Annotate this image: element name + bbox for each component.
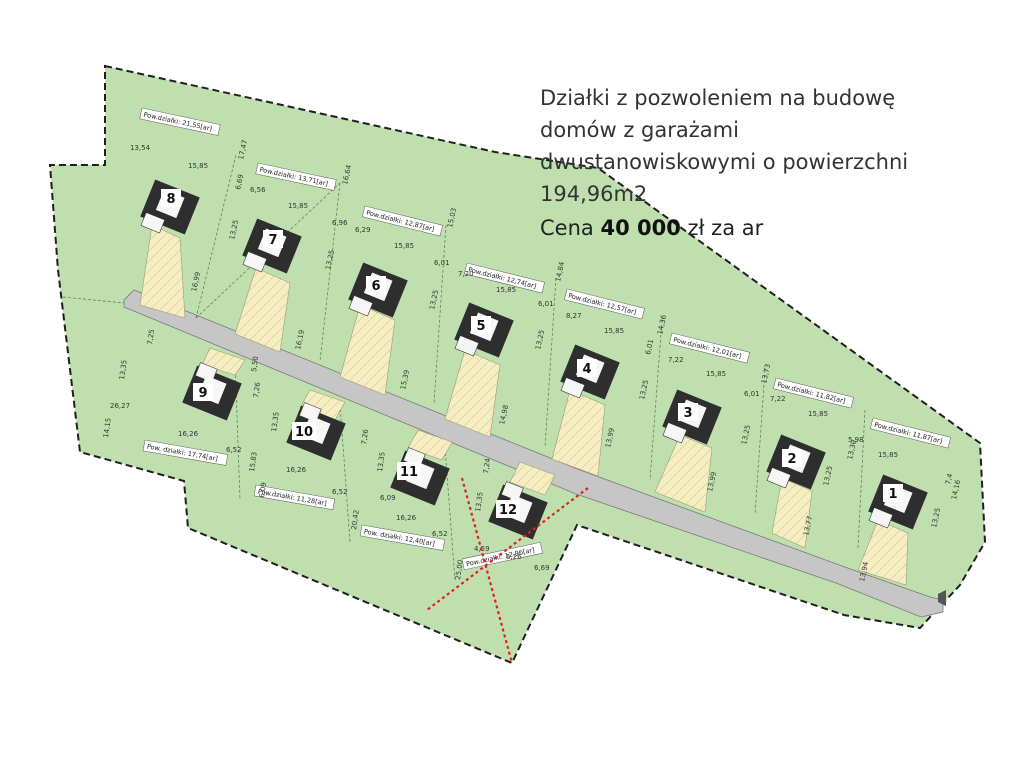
dimension-label: 15,85 — [604, 327, 624, 335]
dimension-label: 6,09 — [380, 494, 396, 502]
dimension-label: 13,73 — [760, 363, 772, 384]
dimension-label: 5,98 — [848, 436, 864, 444]
price-line: Cena 40 000 zł za ar — [540, 216, 763, 240]
driveways — [139, 224, 909, 586]
dimension-label: 15,85 — [706, 370, 726, 378]
dimension-label: 7,26 — [360, 428, 370, 445]
heading-line-2: domów z garażami — [540, 118, 739, 142]
dimension-label: 13,54 — [130, 144, 151, 152]
heading-line-4: 194,96m2 — [540, 182, 648, 206]
dimension-label: 6,09 — [258, 482, 268, 499]
dimension-label: 26,27 — [110, 402, 130, 410]
dimension-label: 5,50 — [250, 356, 260, 373]
dimension-label: 13,25 — [324, 249, 336, 270]
dimension-label: 6,01 — [744, 390, 760, 398]
dimension-label: 13,25 — [428, 289, 440, 310]
sold-cross-mark — [426, 477, 589, 664]
price-amount: 40 000 — [600, 216, 681, 240]
dimension-label: 6,01 — [644, 338, 655, 355]
dimension-label: 14,15 — [102, 417, 113, 438]
plot-number-10: 10 — [295, 425, 313, 440]
dimension-label: 16,99 — [190, 271, 202, 292]
dimension-label: 13,25 — [534, 329, 546, 350]
plot-number-9: 9 — [198, 386, 207, 401]
dimension-label: 15,85 — [878, 451, 898, 459]
dimension-label: 13,35 — [474, 491, 485, 512]
plot-number-6: 6 — [371, 279, 380, 294]
dimension-label: 13,35 — [376, 451, 387, 472]
plot-number-7: 7 — [268, 233, 277, 248]
dimension-label: 7,20 — [458, 270, 474, 278]
dimension-label: 13,25 — [822, 465, 834, 486]
dimension-label: 15,85 — [288, 202, 308, 210]
dimension-label: 15,85 — [394, 242, 414, 250]
dimension-label: 13,25 — [638, 379, 650, 400]
dimension-label: 17,47 — [237, 139, 249, 160]
dimension-label: 7,4 — [944, 472, 954, 485]
heading-line-3: dwustanowiskowymi o powierzchni — [540, 150, 909, 174]
land-area — [48, 64, 987, 665]
dimension-label: 16,19 — [294, 329, 306, 350]
dimension-label: 6,56 — [250, 186, 266, 194]
heading-line-1: Działki z pozwoleniem na budowę — [540, 86, 896, 110]
dimension-label: 15,85 — [808, 410, 828, 418]
dimension-label: 7,26 — [252, 381, 262, 398]
dimension-label: 20,42 — [350, 509, 361, 530]
dimension-label: 15,39 — [399, 369, 411, 390]
plot-number-11: 11 — [400, 465, 418, 480]
plot-number-5: 5 — [476, 319, 485, 334]
dimension-label: 13,99 — [604, 427, 616, 448]
houses — [140, 179, 928, 540]
plot-number-1: 1 — [888, 487, 897, 502]
dimension-label: 15,85 — [496, 286, 516, 294]
dimension-label: 15,83 — [248, 451, 259, 472]
dimension-labels: 13,54 15,85 17,47 6,69 13,25 16,99 6,56 … — [102, 139, 962, 582]
dimension-label: 8,27 — [566, 312, 582, 320]
dimension-label: 16,26 — [286, 466, 307, 474]
access-road — [123, 289, 944, 618]
price-prefix: Cena — [540, 216, 594, 240]
dimension-label: 13,25 — [930, 507, 942, 528]
plot-numbers: 8 7 6 5 4 3 2 1 9 10 11 12 — [161, 189, 903, 518]
dimension-label: 7,22 — [668, 356, 684, 364]
plot-number-8: 8 — [166, 192, 175, 207]
dimension-label: 6,01 — [538, 300, 554, 308]
dimension-label: 13,25 — [740, 424, 752, 445]
dimension-label: 6,52 — [226, 446, 242, 454]
dimension-label: 6,52 — [432, 530, 448, 538]
dimension-label: 16,26 — [178, 430, 199, 438]
dimension-label: 25,00 — [454, 559, 465, 580]
dimension-label: 16,26 — [396, 514, 417, 522]
plot-number-12: 12 — [499, 503, 517, 518]
dimension-label: 14,98 — [498, 404, 510, 425]
dimension-label: 15,03 — [446, 207, 458, 228]
dimension-label: 6,01 — [434, 259, 450, 267]
dimension-label: 6,69 — [534, 564, 550, 572]
plot-number-3: 3 — [683, 406, 692, 421]
dimension-label: 13,30 — [846, 439, 858, 460]
dimension-label: 13,35 — [118, 359, 129, 380]
dimension-label: 6,52 — [332, 488, 348, 496]
dimension-label: 6,26 — [506, 553, 522, 561]
dimension-label: 13,77 — [802, 515, 814, 536]
dimension-label: 6,29 — [355, 226, 371, 234]
plot-number-2: 2 — [787, 452, 796, 467]
listing-heading: Działki z pozwoleniem na budowę domów z … — [540, 82, 1010, 210]
dimension-label: 7,22 — [770, 395, 786, 403]
dimension-label: 6,96 — [332, 219, 348, 227]
plot-number-4: 4 — [582, 362, 591, 377]
dimension-label: 7,25 — [146, 329, 156, 346]
dimension-label: 7,24 — [482, 457, 492, 474]
dimension-label: 15,85 — [188, 162, 208, 170]
dimension-label: 13,35 — [270, 411, 281, 432]
dimension-label: 13,25 — [228, 219, 240, 240]
price-suffix: zł za ar — [687, 216, 764, 240]
road-end-marker — [938, 590, 946, 606]
dimension-label: 13,99 — [706, 471, 718, 492]
dimension-label: 6,69 — [234, 173, 245, 190]
